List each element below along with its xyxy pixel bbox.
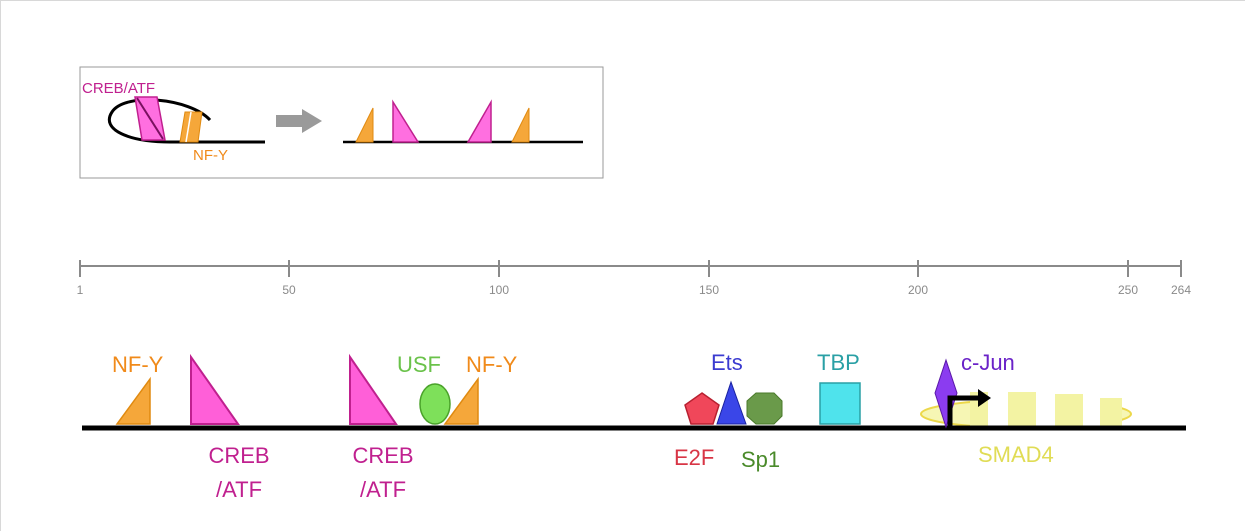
inset-creb-triangle-1 [392,99,420,143]
creb-label-2-line1: CREB [352,443,413,468]
ets-site [716,380,747,425]
ets-label: Ets [711,350,743,375]
tss-arrow-shaft [947,395,980,428]
ruler-tick-label: 150 [699,283,719,297]
inset-nfy-triangle-1 [355,107,374,143]
creb-atf-site-2 [349,353,398,425]
smad4-segment [1100,398,1122,428]
unfold-arrow-icon [276,109,322,133]
tbp-site [819,382,861,425]
e2f-site [684,392,720,425]
inset-creb-diagonal [136,97,164,140]
inset-creb-triangle-2 [466,99,492,143]
smad4-site [920,392,1132,429]
ruler-tick-label: 250 [1118,283,1138,297]
smad4-gap [1036,398,1055,428]
inset-creb-label: CREB/ATF [82,80,155,97]
creb-label-1-line2: /ATF [216,477,262,502]
tss-arrow-head [978,389,991,407]
inset-nfy-site [179,111,203,143]
creb-label-1-line1: CREB [208,443,269,468]
usf-site [419,383,451,425]
ruler-tick-label: 50 [282,283,296,297]
inset-nfy-divider [185,111,192,143]
smad4-segment [1008,392,1036,428]
cjun-site [934,358,958,429]
inset-nfy-label: NF-Y [193,147,228,164]
creb-label-2-line2: /ATF [360,477,406,502]
cjun-label: c-Jun [961,350,1015,375]
smad4-segment [1055,394,1083,428]
smad4-gap [1083,400,1100,428]
e2f-label: E2F [674,445,714,470]
position-ruler: 1 50 100 150 200 250 264 [77,260,1191,297]
ruler-tick-label: 1 [77,283,84,297]
sp1-site [746,392,783,425]
ruler-tick-label: 264 [1171,283,1191,297]
inset-border [79,66,604,179]
tbp-label: TBP [817,350,860,375]
nfy-label-2: NF-Y [466,352,518,377]
transcription-start-arrow-icon [947,389,991,428]
nfy-site-1 [115,376,151,425]
inset-panel: CREB/ATF NF-Y [79,66,604,179]
creb-atf-site-1 [190,353,240,425]
ruler-tick-label: 200 [908,283,928,297]
nfy-label-1: NF-Y [112,352,164,377]
usf-label: USF [397,352,441,377]
smad4-label: SMAD4 [978,442,1054,467]
ruler-tick-label: 100 [489,283,509,297]
sp1-label: Sp1 [741,447,780,472]
smad4-gap [988,398,1008,428]
promoter-track: NF-Y CREB /ATF CREB /ATF USF NF-Y Ets E2… [82,350,1186,502]
nfy-site-2 [443,376,479,425]
inset-nfy-triangle-2 [511,107,530,143]
